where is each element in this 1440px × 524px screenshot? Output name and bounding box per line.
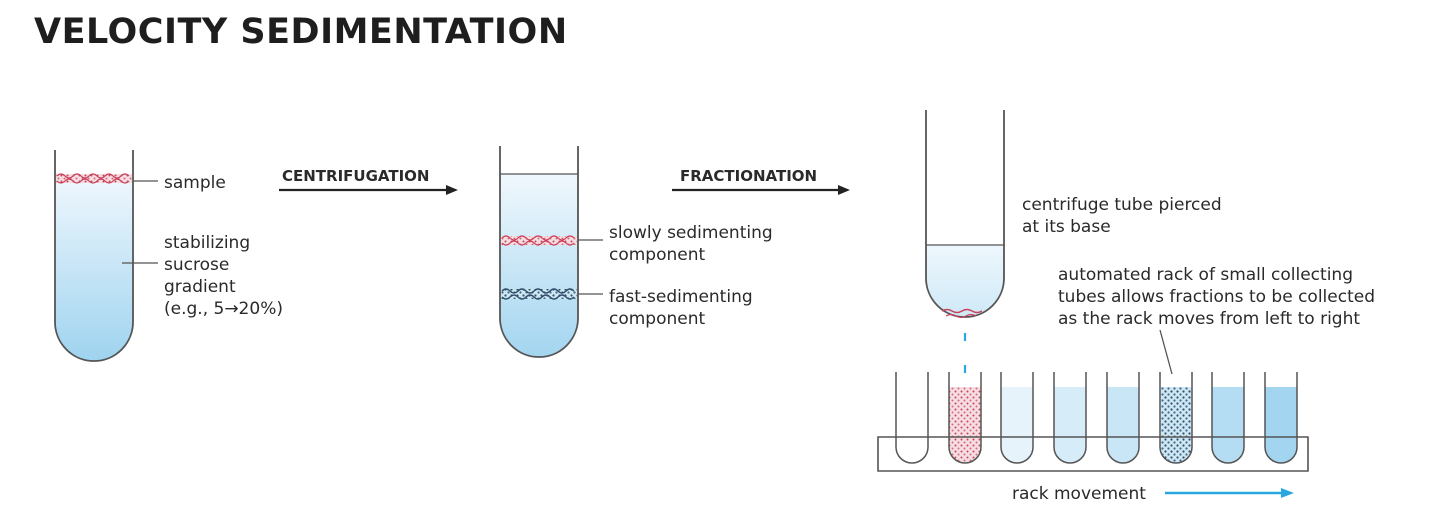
tube-2: slowly sedimenting component fast-sedime…: [499, 146, 773, 358]
centrifugation-arrow: CENTRIFUGATION: [279, 167, 458, 195]
rack-movement-arrow-head: [1281, 488, 1294, 498]
pierced-tube-label-line-2: at its base: [1022, 217, 1111, 237]
rack-label-line-2: tubes allows fractions to be collected: [1058, 287, 1375, 307]
rack-label-line-3: as the rack moves from left to right: [1058, 309, 1360, 329]
fractionation-arrow: FRACTIONATION: [672, 167, 850, 195]
rack-movement-label: rack movement: [1012, 484, 1146, 504]
centrifugation-label: CENTRIFUGATION: [282, 167, 429, 185]
tube-1: sample stabilizing sucrose gradient (e.g…: [54, 150, 283, 362]
slow-label-line-1: slowly sedimenting: [609, 223, 773, 243]
sample-label: sample: [164, 173, 226, 193]
gradient-label-line-4: (e.g., 5→20%): [164, 299, 283, 319]
fast-label-line-2: component: [609, 309, 706, 329]
pierced-base-residue: [941, 308, 983, 319]
sample-band: [56, 173, 132, 184]
fast-label-line-1: fast-sedimenting: [609, 287, 753, 307]
gradient-label-line-3: gradient: [164, 277, 236, 297]
rack-label-line-1: automated rack of small collecting: [1058, 265, 1353, 285]
fast-band: [501, 288, 577, 300]
rack-annotation: automated rack of small collecting tubes…: [1058, 265, 1375, 375]
rack-movement: rack movement: [1012, 484, 1294, 504]
tube-3: centrifuge tube pierced at its base: [925, 110, 1222, 373]
page-title: VELOCITY SEDIMENTATION: [34, 12, 568, 52]
pierced-tube-label-line-1: centrifuge tube pierced: [1022, 195, 1222, 215]
slow-label-line-2: component: [609, 245, 706, 265]
gradient-label-line-1: stabilizing: [164, 233, 250, 253]
collecting-rack: [877, 372, 1309, 472]
fractionation-label: FRACTIONATION: [680, 167, 817, 185]
slow-band: [501, 235, 577, 246]
gradient-label-line-2: sucrose: [164, 255, 229, 275]
